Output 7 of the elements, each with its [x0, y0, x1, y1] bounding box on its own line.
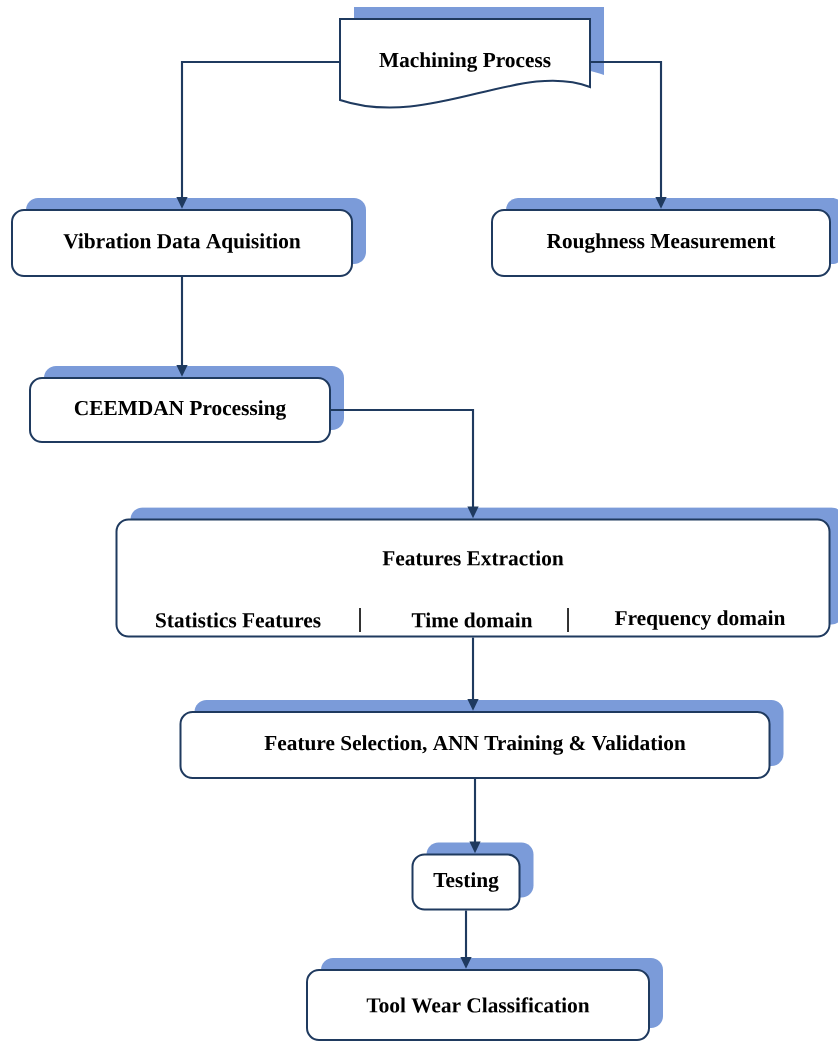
- process-box: Features Extraction Statistics Features Time domain Frequency domain: [115, 507, 838, 638]
- process-box: Testing: [411, 842, 534, 911]
- process-box: CEEMDAN Processing: [29, 366, 344, 443]
- process-box: Roughness Measurement: [491, 198, 838, 277]
- process-box: Feature Selection, ANN Training & Validation: [179, 700, 784, 779]
- process-box: Vibration Data Aquisition: [11, 198, 366, 277]
- process-box: Tool Wear Classification: [306, 958, 663, 1041]
